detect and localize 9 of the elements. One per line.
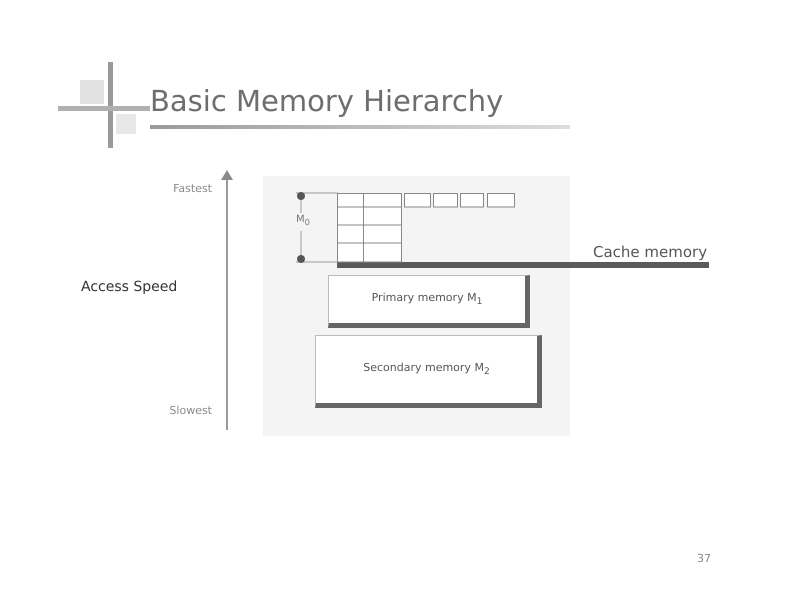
scale-label: Slowest: [169, 405, 212, 418]
page-number: 37: [697, 553, 711, 566]
scale-label: Fastest: [173, 183, 212, 196]
dimension-label: M$_{0}$: [296, 214, 310, 228]
memory-box: Secondary memory M$_{2}$: [315, 335, 542, 408]
slide-title: Basic Memory Hierarchy: [150, 84, 504, 118]
axis-title: Access Speed: [81, 280, 178, 296]
caption-label: Cache memory: [593, 244, 708, 260]
memory-box: Primary memory M$_{1}$: [328, 275, 530, 328]
